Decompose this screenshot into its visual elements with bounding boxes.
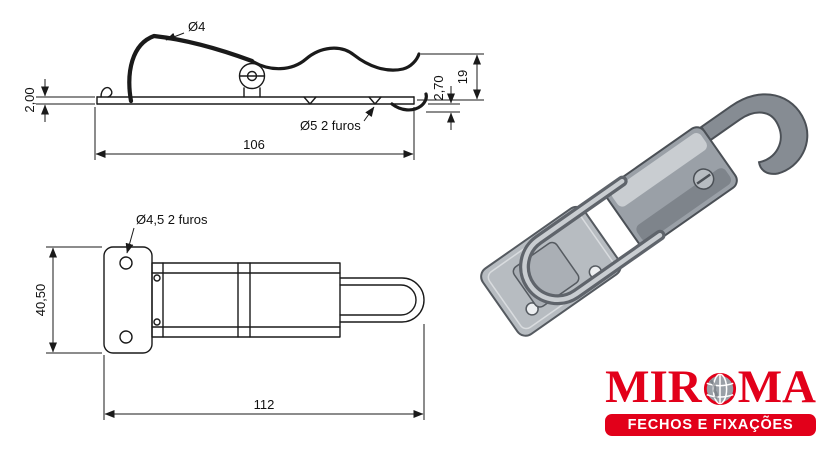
plate-left-hook: [100, 86, 113, 98]
side-view: 106 19 2,00 2,70 Ø4 Ø5 2 furos: [22, 19, 484, 160]
label-holes-d5: Ø5 2 furos: [300, 118, 361, 133]
logo-text-left: MIR: [605, 361, 702, 413]
loop-inner: [339, 284, 417, 316]
mount-hole-top: [119, 256, 133, 270]
render-bail-wire-highlight: [522, 178, 663, 302]
label-diameter-4: Ø4: [188, 19, 205, 34]
dim-height-19: 19: [455, 70, 470, 84]
dim200-extension-lines: [36, 96, 95, 105]
render-hook-claw: [699, 93, 809, 175]
body-section-lines: [162, 262, 251, 338]
render-screw-slot: [696, 173, 711, 185]
mount-hole-bottom: [119, 330, 133, 344]
loop-outer: [339, 277, 425, 323]
logo-tagline: FECHOS E FIXAÇÕES: [605, 414, 816, 436]
pivot-link-lines: [243, 87, 261, 98]
dim112-extension-lines: [103, 324, 425, 420]
dim106-extension-lines: [94, 107, 415, 160]
render-body: [604, 126, 738, 248]
dim-length-106: 106: [243, 137, 265, 152]
top-view: 40,50 112 Ø4,5 2 furos: [33, 212, 425, 420]
dim-gap-270: 2,70: [431, 75, 446, 100]
label-d5-leader: [363, 106, 375, 122]
dim270-extension-lines: [426, 103, 460, 113]
label-d45-leader: [125, 227, 135, 254]
label-holes-d45: Ø4,5 2 furos: [136, 212, 208, 227]
render-body-highlight: [611, 132, 707, 207]
catch-spring: [250, 46, 421, 72]
countersink-hole-1: [303, 96, 317, 105]
body-inner-edges: [151, 272, 341, 328]
dim4050-extension-lines: [46, 246, 102, 354]
lever-body-outline: [151, 262, 341, 338]
brand-logo: MIR MA FECHOS E FIXAÇÕES: [605, 364, 816, 436]
brand-wordmark: MIR MA: [605, 364, 816, 411]
globe-icon: [703, 372, 736, 406]
pivot-top-view-1: [153, 274, 161, 282]
plate-outline: [103, 246, 153, 354]
lever-handle: [127, 33, 255, 104]
catch-hook-end: [390, 92, 428, 112]
logo-text-right: MA: [737, 361, 816, 413]
label-d4-leader: [165, 32, 185, 41]
dim-length-112: 112: [254, 397, 275, 412]
dim-width-4050: 40,50: [33, 284, 48, 317]
countersink-hole-2: [368, 96, 382, 105]
dim-plate-thickness: 2,00: [22, 87, 37, 112]
pivot-top-view-2: [153, 318, 161, 326]
render-3d: [480, 93, 809, 337]
